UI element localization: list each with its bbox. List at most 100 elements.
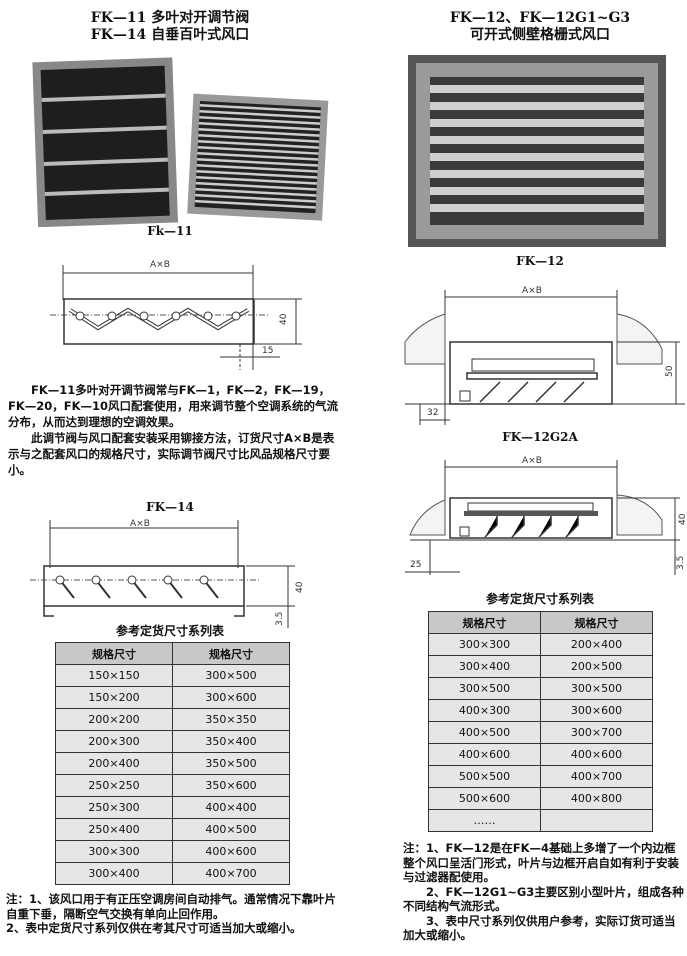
fk12g2a-caption: FK—12G2A bbox=[502, 430, 578, 444]
note: 2、表中定货尺寸系列仅供在考其尺寸可适当加大或缩小。 bbox=[6, 921, 302, 935]
fk14-section-diagram: A×B 40 3.5 bbox=[30, 519, 305, 628]
table-cell: 400×600 bbox=[428, 743, 541, 766]
dim-offset: 3.5 bbox=[275, 612, 285, 626]
dim-height: 40 bbox=[678, 513, 687, 525]
fk14-photo bbox=[187, 93, 329, 221]
right-title: FK—12、FK—12G1~G3 可开式侧壁格栅式风口 bbox=[410, 10, 670, 44]
table-cell: 150×150 bbox=[55, 664, 173, 687]
table-cell: 400×400 bbox=[172, 796, 290, 819]
table-cell: 400×800 bbox=[540, 787, 653, 810]
fk12-photo bbox=[408, 55, 666, 247]
table-row: …… bbox=[428, 809, 653, 832]
table-cell: 200×500 bbox=[540, 655, 653, 678]
table-cell: 350×400 bbox=[172, 730, 290, 753]
table-cell: 300×700 bbox=[540, 721, 653, 744]
table-cell: 350×600 bbox=[172, 774, 290, 797]
note: 2、FK—12G1~G3主要区别小型叶片，组成各种不同结构气流形式。 bbox=[403, 884, 684, 914]
table-cell: 200×300 bbox=[55, 730, 173, 753]
table-cell: 200×400 bbox=[540, 633, 653, 656]
table-cell: 400×600 bbox=[172, 840, 290, 863]
fk11-photo bbox=[32, 57, 179, 227]
table-cell: 400×500 bbox=[428, 721, 541, 744]
title-line-2: FK—14 自垂百叶式风口 bbox=[90, 27, 250, 43]
right-table-title: 参考定货尺寸系列表 bbox=[485, 592, 594, 606]
left-notes: 注：1、该风口用于有正压空调房间自动排气。通常情况下靠叶片自重下垂，隔断空气交换… bbox=[6, 892, 346, 936]
column-header: 规格尺寸 bbox=[172, 642, 290, 665]
table-cell: 300×600 bbox=[540, 699, 653, 722]
fk11-section-diagram: A×B 40 15 bbox=[50, 260, 302, 370]
table-cell bbox=[540, 809, 653, 832]
fk14-caption: FK—14 bbox=[146, 500, 194, 514]
dim-width: A×B bbox=[522, 286, 542, 296]
table-cell: 300×400 bbox=[428, 655, 541, 678]
table-cell: 200×200 bbox=[55, 708, 173, 731]
dim-width: A×B bbox=[522, 456, 542, 466]
fk11-caption: Fk—11 bbox=[147, 224, 193, 238]
column-header: 规格尺寸 bbox=[540, 611, 653, 634]
table-cell: 500×600 bbox=[428, 787, 541, 810]
table-cell: 250×250 bbox=[55, 774, 173, 797]
title-line-1: FK—12、FK—12G1~G3 bbox=[449, 10, 631, 26]
dim-offset: 25 bbox=[410, 560, 421, 570]
right-notes: 注：1、FK—12是在FK—4基础上多增了一个内边框整个风口呈活门形式，叶片与边… bbox=[403, 841, 685, 943]
table-cell: 150×200 bbox=[55, 686, 173, 709]
table-cell: 500×500 bbox=[428, 765, 541, 788]
fk12-section-diagram: A×B 50 32 bbox=[404, 286, 685, 425]
note: 注：1、该风口用于有正压空调房间自动排气。通常情况下靠叶片自重下垂，隔断空气交换… bbox=[6, 892, 336, 921]
description-paragraph: FK—11多叶对开调节阀常与FK—1，FK—2，FK—19，FK—20，FK—1… bbox=[8, 383, 339, 429]
left-table-title: 参考定货尺寸系列表 bbox=[115, 624, 224, 638]
fk12g2a-section-diagram: A×B 40 3.5 25 bbox=[405, 456, 687, 575]
dim-width: A×B bbox=[130, 519, 150, 529]
table-cell: 250×300 bbox=[55, 796, 173, 819]
column-header: 规格尺寸 bbox=[428, 611, 541, 634]
note: 3、表中尺寸系列仅供用户参考，实际订货可适当加大或缩小。 bbox=[403, 913, 676, 943]
table-cell: 400×500 bbox=[172, 818, 290, 841]
title-line-2: 可开式侧壁格栅式风口 bbox=[470, 27, 610, 43]
table-cell: 300×300 bbox=[428, 633, 541, 656]
column-header: 规格尺寸 bbox=[55, 642, 173, 665]
title-line-1: FK—11 多叶对开调节阀 bbox=[90, 10, 250, 26]
fk11-description: FK—11多叶对开调节阀常与FK—1，FK—2，FK—19，FK—20，FK—1… bbox=[8, 382, 343, 478]
table-cell: 300×600 bbox=[172, 686, 290, 709]
table-cell: 400×300 bbox=[428, 699, 541, 722]
dim-height: 50 bbox=[665, 365, 675, 377]
table-cell: 400×700 bbox=[540, 765, 653, 788]
dim-offset: 32 bbox=[427, 408, 438, 418]
fk12-caption: FK—12 bbox=[516, 254, 564, 268]
table-cell: 250×400 bbox=[55, 818, 173, 841]
table-cell: 400×600 bbox=[540, 743, 653, 766]
table-cell: 300×300 bbox=[55, 840, 173, 863]
note: 注：1、FK—12是在FK—4基础上多增了一个内边框整个风口呈活门形式，叶片与边… bbox=[403, 841, 679, 884]
dim-offset: 15 bbox=[262, 346, 273, 356]
table-cell: 400×700 bbox=[172, 862, 290, 885]
table-cell: 300×500 bbox=[428, 677, 541, 700]
table-cell: 300×500 bbox=[172, 664, 290, 687]
dim-height: 40 bbox=[295, 581, 305, 593]
table-cell: 350×500 bbox=[172, 752, 290, 775]
table-cell: …… bbox=[428, 809, 541, 832]
dim-width: A×B bbox=[150, 260, 170, 270]
table-cell: 300×500 bbox=[540, 677, 653, 700]
dim-height: 40 bbox=[279, 313, 289, 325]
description-paragraph: 此调节阀与风口配套安装采用铆接方法，订货尺寸A×B是表示与之配套风口的规格尺寸，… bbox=[8, 431, 335, 477]
dim-gap: 3.5 bbox=[676, 556, 686, 570]
